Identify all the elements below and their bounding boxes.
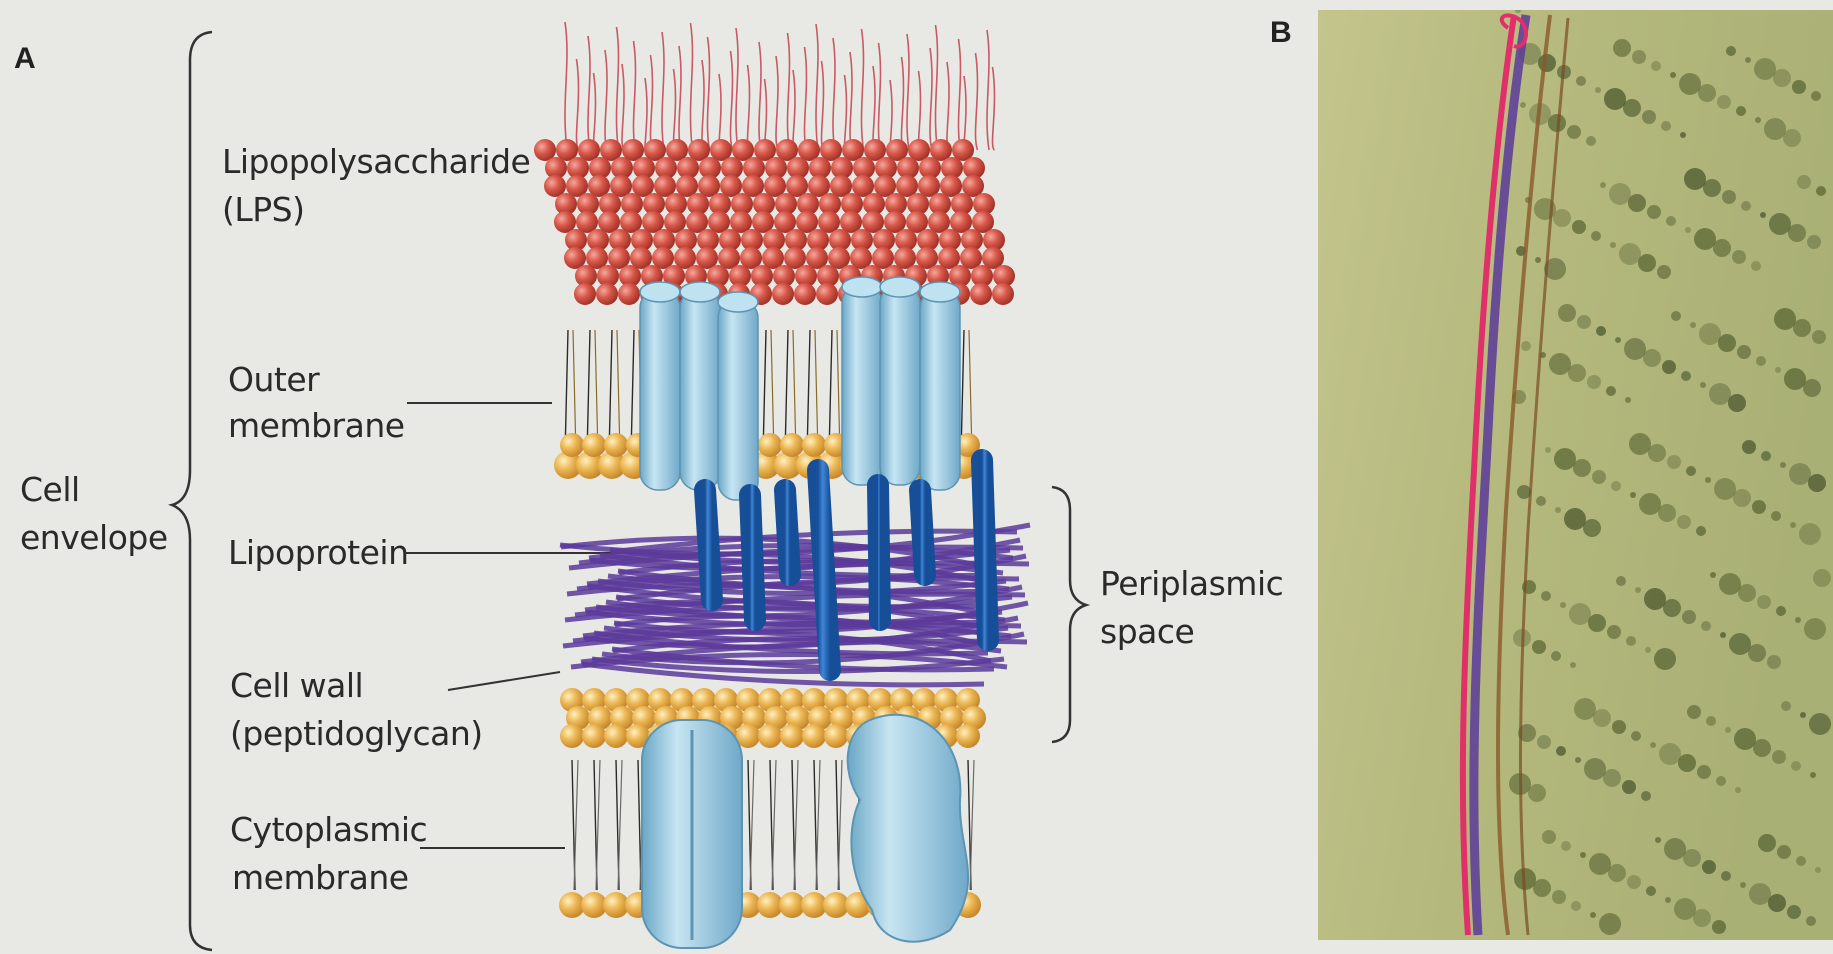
lps-strands (565, 22, 995, 152)
periplasmic-bracket (1052, 487, 1086, 742)
lps-layer (534, 139, 1015, 305)
cell-envelope-bracket (172, 32, 212, 950)
cell-wall-leader (448, 672, 560, 690)
micrograph (1318, 10, 1833, 940)
envelope-model (534, 22, 1030, 948)
